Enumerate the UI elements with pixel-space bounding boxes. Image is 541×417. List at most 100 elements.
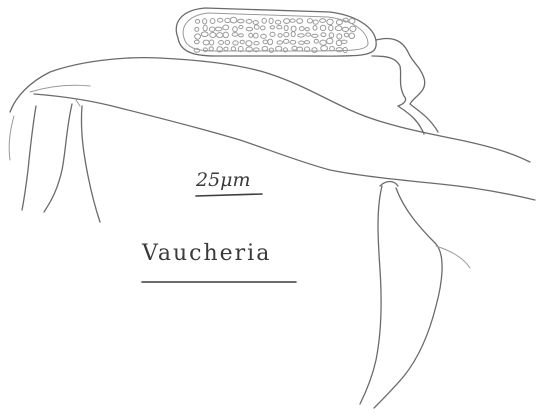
- granule: [246, 27, 252, 31]
- granule: [299, 27, 304, 31]
- granule: [215, 27, 222, 31]
- scale-bar-label: 25μm: [195, 169, 251, 191]
- granule: [284, 39, 289, 43]
- granule: [263, 40, 268, 44]
- granule: [218, 18, 223, 22]
- granule: [290, 19, 295, 22]
- granule: [313, 20, 318, 24]
- granule: [254, 25, 259, 29]
- granule: [277, 41, 283, 44]
- granule: [230, 17, 237, 23]
- granule: [270, 32, 275, 36]
- granule: [210, 33, 216, 38]
- granule: [278, 34, 282, 38]
- granule: [350, 26, 356, 31]
- granule: [223, 32, 228, 38]
- granule: [270, 26, 274, 29]
- sporangium-granules: [194, 17, 356, 52]
- granule: [284, 26, 288, 31]
- granule: [195, 20, 199, 24]
- granule: [203, 25, 207, 31]
- granule: [219, 41, 224, 45]
- granule: [291, 32, 295, 37]
- specimen-label: Vaucheria: [141, 241, 296, 282]
- granule: [284, 32, 289, 36]
- granule: [276, 46, 282, 51]
- granule: [337, 34, 342, 39]
- granule: [336, 20, 342, 25]
- granule: [320, 19, 326, 23]
- granule: [335, 26, 342, 31]
- granule: [327, 38, 333, 44]
- granule: [307, 19, 312, 23]
- granule: [321, 46, 328, 51]
- granule: [344, 33, 348, 37]
- sporangium: [176, 8, 376, 56]
- granule: [261, 26, 266, 30]
- side-branch: [372, 39, 438, 135]
- granule: [232, 33, 238, 37]
- granule: [330, 47, 335, 51]
- granule: [233, 27, 238, 32]
- granule: [225, 40, 229, 44]
- granule: [238, 19, 245, 23]
- granule: [269, 48, 273, 52]
- granule: [261, 34, 267, 38]
- granule: [269, 18, 273, 23]
- granule: [203, 19, 207, 24]
- granule: [320, 40, 327, 45]
- granule: [349, 33, 355, 39]
- granule: [223, 25, 229, 30]
- granule: [231, 47, 235, 51]
- granule: [290, 40, 296, 44]
- granule: [268, 39, 273, 45]
- scale-bar: 25μm: [195, 169, 262, 196]
- granule: [327, 19, 333, 25]
- granule: [291, 26, 296, 31]
- granule: [240, 40, 244, 44]
- granule: [201, 32, 208, 37]
- left-rhizoids: [22, 100, 100, 222]
- granule: [203, 40, 209, 45]
- granule: [321, 33, 326, 37]
- granule: [262, 47, 268, 51]
- granule: [306, 33, 311, 36]
- granule: [194, 40, 199, 44]
- granule: [305, 28, 309, 31]
- granule: [209, 47, 213, 51]
- granule: [342, 27, 348, 31]
- granule: [275, 20, 280, 24]
- granule: [203, 48, 207, 52]
- granule: [209, 40, 213, 45]
- granule: [239, 26, 243, 29]
- granule: [217, 33, 223, 38]
- granule: [254, 33, 259, 38]
- granule: [224, 47, 228, 51]
- granule: [253, 21, 258, 25]
- granule: [349, 19, 355, 24]
- granule: [298, 34, 305, 37]
- granule: [312, 48, 317, 53]
- granule: [209, 27, 215, 31]
- granule: [195, 34, 201, 39]
- granule: [284, 19, 290, 24]
- granule: [329, 25, 333, 30]
- granule: [246, 41, 252, 46]
- granule: [195, 27, 199, 31]
- granule: [313, 26, 317, 31]
- granule: [249, 33, 253, 37]
- granule: [329, 33, 334, 38]
- granule: [304, 41, 309, 44]
- granule: [254, 42, 259, 45]
- granule: [297, 19, 303, 24]
- specimen-name: Vaucheria: [141, 241, 271, 266]
- right-branch: [360, 182, 470, 409]
- granule: [233, 41, 238, 45]
- granule: [225, 18, 231, 22]
- granule: [312, 34, 318, 37]
- granule: [277, 26, 282, 29]
- granule: [320, 25, 326, 30]
- granule: [246, 20, 252, 24]
